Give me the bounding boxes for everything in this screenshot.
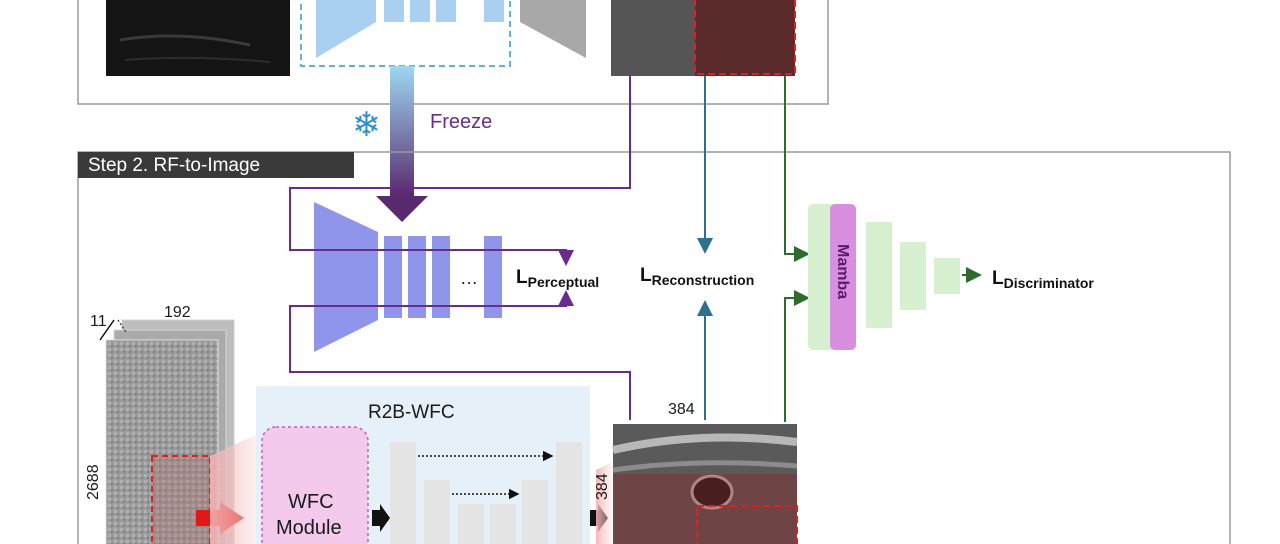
roi-projection-left [210, 432, 262, 544]
frozen-encoder-box [300, 0, 511, 67]
perceptual-path-bottom [289, 290, 631, 420]
step2-panel [77, 151, 1231, 544]
snowflake-icon: ❄ [352, 105, 381, 145]
freeze-arrow-shaft [390, 66, 414, 196]
wfc-output-arrow [372, 504, 390, 532]
output-tinted-region [613, 474, 797, 544]
unet-bar-3 [458, 504, 484, 544]
rf-width-label: 192 [164, 304, 191, 321]
encoder-block-4 [484, 236, 502, 318]
encoder-trapezoid [314, 202, 378, 352]
freeze-label: Freeze [430, 111, 492, 133]
discriminator-path-bottom [784, 290, 810, 422]
step1-output-roi [694, 0, 796, 75]
mamba-label: Mamba [834, 244, 851, 299]
encoder-ellipsis: … [460, 268, 478, 288]
vessel-structure [690, 474, 734, 510]
discriminator-block-2 [900, 242, 926, 310]
output-roi [696, 505, 798, 544]
unet-bar-4 [490, 504, 516, 544]
roi-projection-right [596, 462, 612, 544]
loss-perceptual: LPerceptual [516, 267, 599, 290]
output-height-label: 384 [594, 473, 611, 500]
unet-bar-5 [522, 480, 548, 544]
discriminator-path-top [784, 76, 810, 262]
step2-title: Step 2. RF-to-Image [88, 155, 260, 176]
encoder-block-3 [432, 236, 450, 318]
step1-encoder-trapezoid [316, 0, 376, 58]
step2-title-bar [78, 152, 354, 178]
loss-reconstruction: LReconstruction [640, 265, 754, 288]
discriminator-block-1 [866, 222, 892, 328]
wfc-module-line1: WFC [288, 491, 334, 513]
output-width-label: 384 [668, 401, 695, 418]
unet-bar-1 [390, 442, 416, 544]
wfc-module-box [261, 426, 369, 544]
loss-discriminator: LDiscriminator [992, 268, 1094, 291]
r2b-wfc-title: R2B-WFC [368, 402, 455, 423]
unet-bar-2 [424, 480, 450, 544]
freeze-arrow-head [376, 196, 428, 222]
perceptual-path-top [289, 76, 631, 266]
rf-channels-label: 11 [90, 313, 107, 330]
encoder-block-1 [384, 236, 402, 318]
encoder-block-2 [408, 236, 426, 318]
unet-bar-6 [556, 442, 582, 544]
mamba-strip [830, 204, 856, 350]
wfc-module-line2: Module [276, 517, 342, 539]
step1-decoder-trapezoid [520, 0, 586, 58]
discriminator-block-3 [934, 258, 960, 294]
rf-height-label: 2688 [85, 464, 102, 500]
step1-panel [77, 0, 829, 105]
rf-roi [151, 455, 211, 544]
